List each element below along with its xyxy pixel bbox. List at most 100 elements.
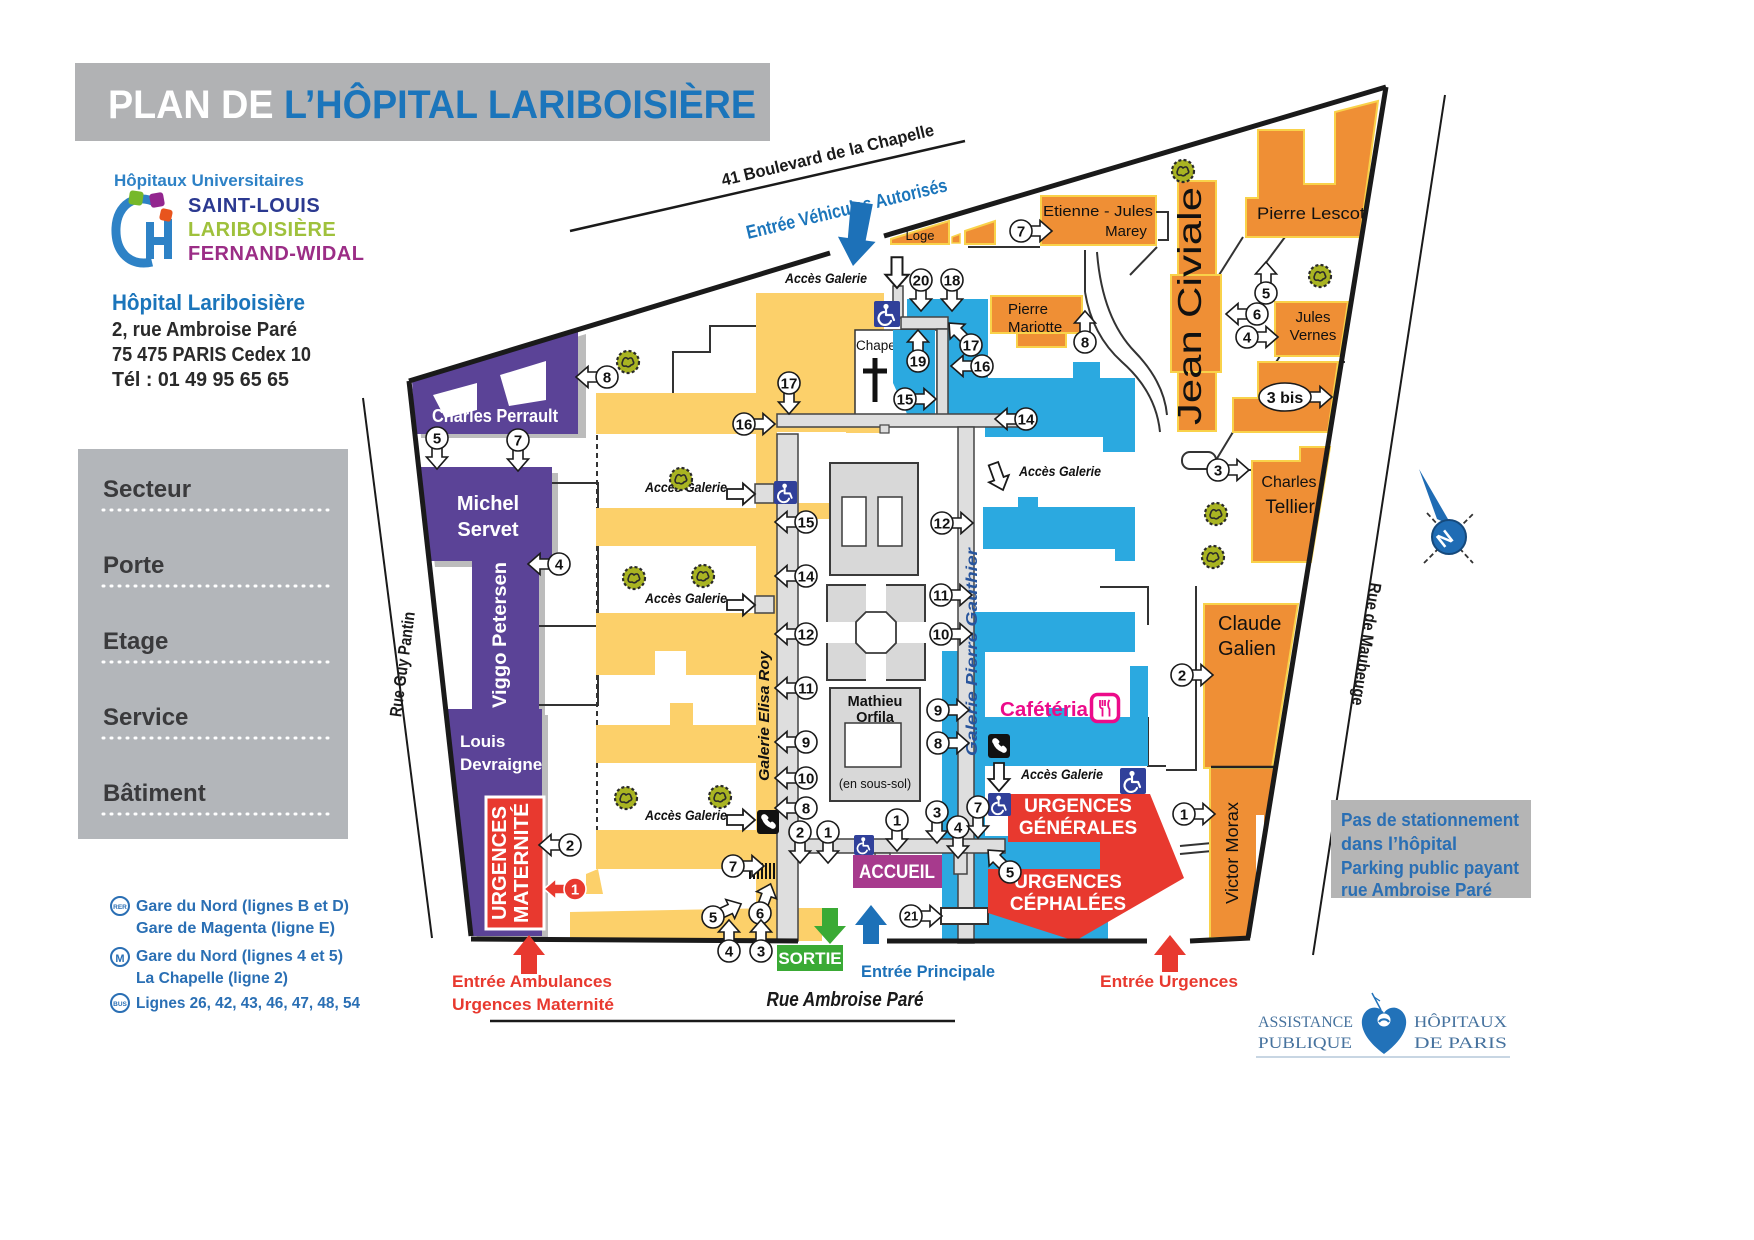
svg-text:2: 2 (1178, 667, 1186, 684)
svg-text:PLAN DE L’HÔPITAL LARIBOISIÈRE: PLAN DE L’HÔPITAL LARIBOISIÈRE (108, 81, 756, 127)
svg-text:5: 5 (1006, 864, 1014, 881)
svg-text:20: 20 (913, 272, 930, 289)
svg-text:Charles: Charles (1261, 474, 1316, 491)
svg-text:3: 3 (933, 804, 941, 821)
svg-text:Entrée Principale: Entrée Principale (861, 962, 995, 981)
svg-text:SORTIE: SORTIE (778, 949, 841, 968)
svg-text:Galerie Pierre Gauthier: Galerie Pierre Gauthier (964, 547, 981, 756)
svg-text:BUS: BUS (113, 1001, 127, 1008)
svg-text:HÔPITAUX: HÔPITAUX (1414, 1014, 1507, 1031)
svg-text:Servet: Servet (457, 519, 518, 541)
svg-text:Secteur: Secteur (103, 476, 191, 503)
svg-text:3: 3 (1214, 462, 1222, 479)
svg-text:16: 16 (736, 416, 753, 433)
svg-text:19: 19 (910, 353, 927, 370)
svg-text:1: 1 (824, 824, 832, 841)
svg-text:7: 7 (974, 799, 982, 816)
svg-text:Charles Perrault: Charles Perrault (432, 406, 558, 426)
svg-text:Pierre: Pierre (1008, 301, 1048, 318)
svg-text:Gare du Nord (lignes B et D): Gare du Nord (lignes B et D) (136, 898, 349, 915)
svg-text:12: 12 (798, 626, 815, 643)
svg-text:Lignes 26, 42, 43, 46, 47, 48,: Lignes 26, 42, 43, 46, 47, 48, 54 (136, 995, 360, 1012)
svg-text:4: 4 (725, 943, 734, 960)
svg-text:Etage: Etage (103, 628, 168, 655)
svg-text:URGENCES: URGENCES (1024, 796, 1132, 817)
svg-text:Gare du Nord (lignes 4 et 5): Gare du Nord (lignes 4 et 5) (136, 948, 343, 965)
svg-text:Accès Galerie: Accès Galerie (784, 271, 867, 286)
svg-text:4: 4 (954, 819, 963, 836)
svg-text:Marey: Marey (1105, 223, 1147, 240)
svg-text:DE PARIS: DE PARIS (1414, 1035, 1507, 1052)
svg-text:MATERNITÉ: MATERNITÉ (510, 803, 533, 923)
svg-text:8: 8 (934, 735, 942, 752)
svg-text:Pierre Lescot: Pierre Lescot (1257, 204, 1365, 223)
svg-text:5: 5 (709, 909, 717, 926)
svg-text:9: 9 (934, 702, 942, 719)
svg-text:Jean Civiale: Jean Civiale (1171, 187, 1208, 425)
svg-text:11: 11 (798, 680, 814, 697)
svg-text:8: 8 (802, 800, 810, 817)
svg-text:GÉNÉRALES: GÉNÉRALES (1019, 817, 1137, 839)
svg-text:URGENCES: URGENCES (1014, 872, 1122, 893)
svg-text:Galerie Elisa Roy: Galerie Elisa Roy (756, 650, 773, 781)
svg-text:Hôpital Lariboisière: Hôpital Lariboisière (112, 290, 305, 315)
svg-text:3: 3 (757, 943, 765, 960)
svg-text:Entrée Urgences: Entrée Urgences (1100, 972, 1238, 991)
svg-text:ASSISTANCE: ASSISTANCE (1258, 1014, 1353, 1031)
svg-text:Jules: Jules (1295, 309, 1330, 326)
svg-text:Devraigne: Devraigne (460, 755, 542, 774)
svg-text:6: 6 (1253, 306, 1261, 323)
svg-text:16: 16 (974, 358, 991, 375)
svg-text:10: 10 (798, 770, 815, 787)
svg-text:Orfila: Orfila (856, 710, 895, 726)
svg-text:14: 14 (798, 568, 815, 585)
svg-text:Gare de Magenta (ligne E): Gare de Magenta (ligne E) (136, 920, 335, 937)
svg-text:2: 2 (796, 824, 804, 841)
svg-text:Rue Ambroise Paré: Rue Ambroise Paré (767, 989, 924, 1011)
svg-text:La Chapelle (ligne 2): La Chapelle (ligne 2) (136, 970, 288, 987)
svg-text:CÉPHALÉES: CÉPHALÉES (1010, 893, 1126, 915)
svg-text:17: 17 (781, 375, 798, 392)
svg-text:5: 5 (433, 430, 441, 447)
svg-text:7: 7 (729, 858, 737, 875)
svg-text:15: 15 (798, 514, 815, 531)
svg-text:Tellier: Tellier (1265, 497, 1315, 518)
svg-text:FERNAND-WIDAL: FERNAND-WIDAL (188, 243, 364, 265)
svg-text:PUBLIQUE: PUBLIQUE (1258, 1035, 1352, 1052)
svg-text:Claude: Claude (1218, 613, 1281, 635)
svg-text:10: 10 (933, 626, 950, 643)
svg-text:Tél : 01 49 95 65 65: Tél : 01 49 95 65 65 (112, 369, 289, 391)
svg-text:Loge: Loge (906, 228, 935, 243)
svg-text:ACCUEIL: ACCUEIL (859, 862, 935, 883)
svg-text:Louis: Louis (460, 732, 505, 751)
svg-text:1: 1 (893, 812, 901, 829)
svg-text:Viggo Petersen: Viggo Petersen (490, 562, 511, 708)
svg-text:Urgences Maternité: Urgences Maternité (452, 995, 614, 1014)
svg-text:Galien: Galien (1218, 638, 1276, 660)
svg-text:18: 18 (944, 272, 961, 289)
svg-text:Michel: Michel (457, 493, 519, 515)
svg-text:(en sous-sol): (en sous-sol) (839, 777, 911, 791)
svg-text:1: 1 (571, 881, 579, 898)
svg-text:Accès Galerie: Accès Galerie (1020, 767, 1103, 782)
svg-text:12: 12 (934, 515, 951, 532)
svg-text:Accès Galerie: Accès Galerie (644, 591, 727, 606)
svg-text:Pas de stationnement: Pas de stationnement (1341, 810, 1519, 830)
svg-text:rue Ambroise Paré: rue Ambroise Paré (1341, 880, 1492, 900)
svg-text:11: 11 (933, 587, 949, 604)
svg-text:Vernes: Vernes (1290, 327, 1337, 344)
svg-text:Accès Galerie: Accès Galerie (1018, 464, 1101, 479)
svg-text:8: 8 (1081, 334, 1089, 351)
svg-text:Victor Morax: Victor Morax (1222, 802, 1242, 904)
svg-text:21: 21 (904, 909, 918, 924)
svg-text:14: 14 (1018, 411, 1035, 428)
svg-text:Entrée Ambulances: Entrée Ambulances (452, 972, 612, 991)
svg-text:Cafétéria: Cafétéria (1000, 699, 1089, 721)
svg-text:Accès Galerie: Accès Galerie (644, 808, 727, 823)
svg-text:3 bis: 3 bis (1267, 390, 1304, 407)
svg-text:M: M (115, 953, 124, 965)
svg-text:4: 4 (555, 556, 564, 573)
svg-text:LARIBOISIÈRE: LARIBOISIÈRE (188, 218, 336, 241)
svg-text:6: 6 (756, 905, 764, 922)
svg-text:Porte: Porte (103, 552, 164, 579)
